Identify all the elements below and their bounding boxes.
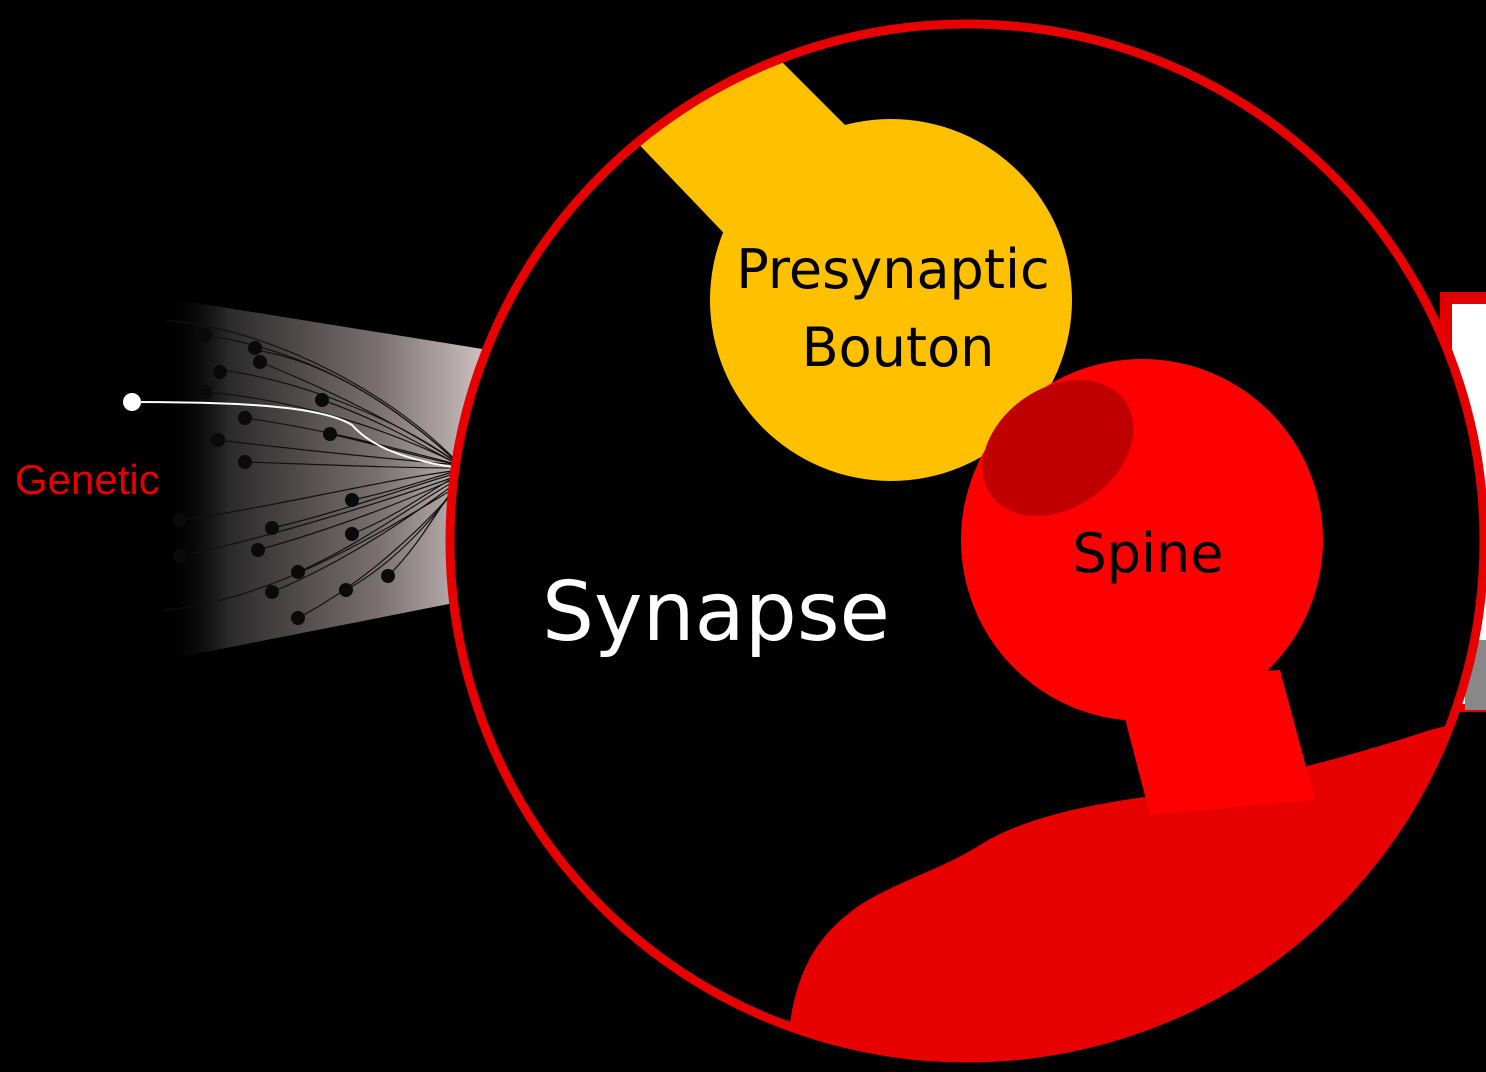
- presynaptic-label-line2: Bouton: [802, 316, 995, 379]
- node-dot-icon: [123, 393, 141, 411]
- synapse-label: Synapse: [542, 565, 890, 660]
- spine-label: Spine: [1072, 522, 1223, 585]
- presynaptic-label-line1: Presynaptic: [736, 238, 1049, 301]
- genetic-label: Genetic: [15, 456, 160, 503]
